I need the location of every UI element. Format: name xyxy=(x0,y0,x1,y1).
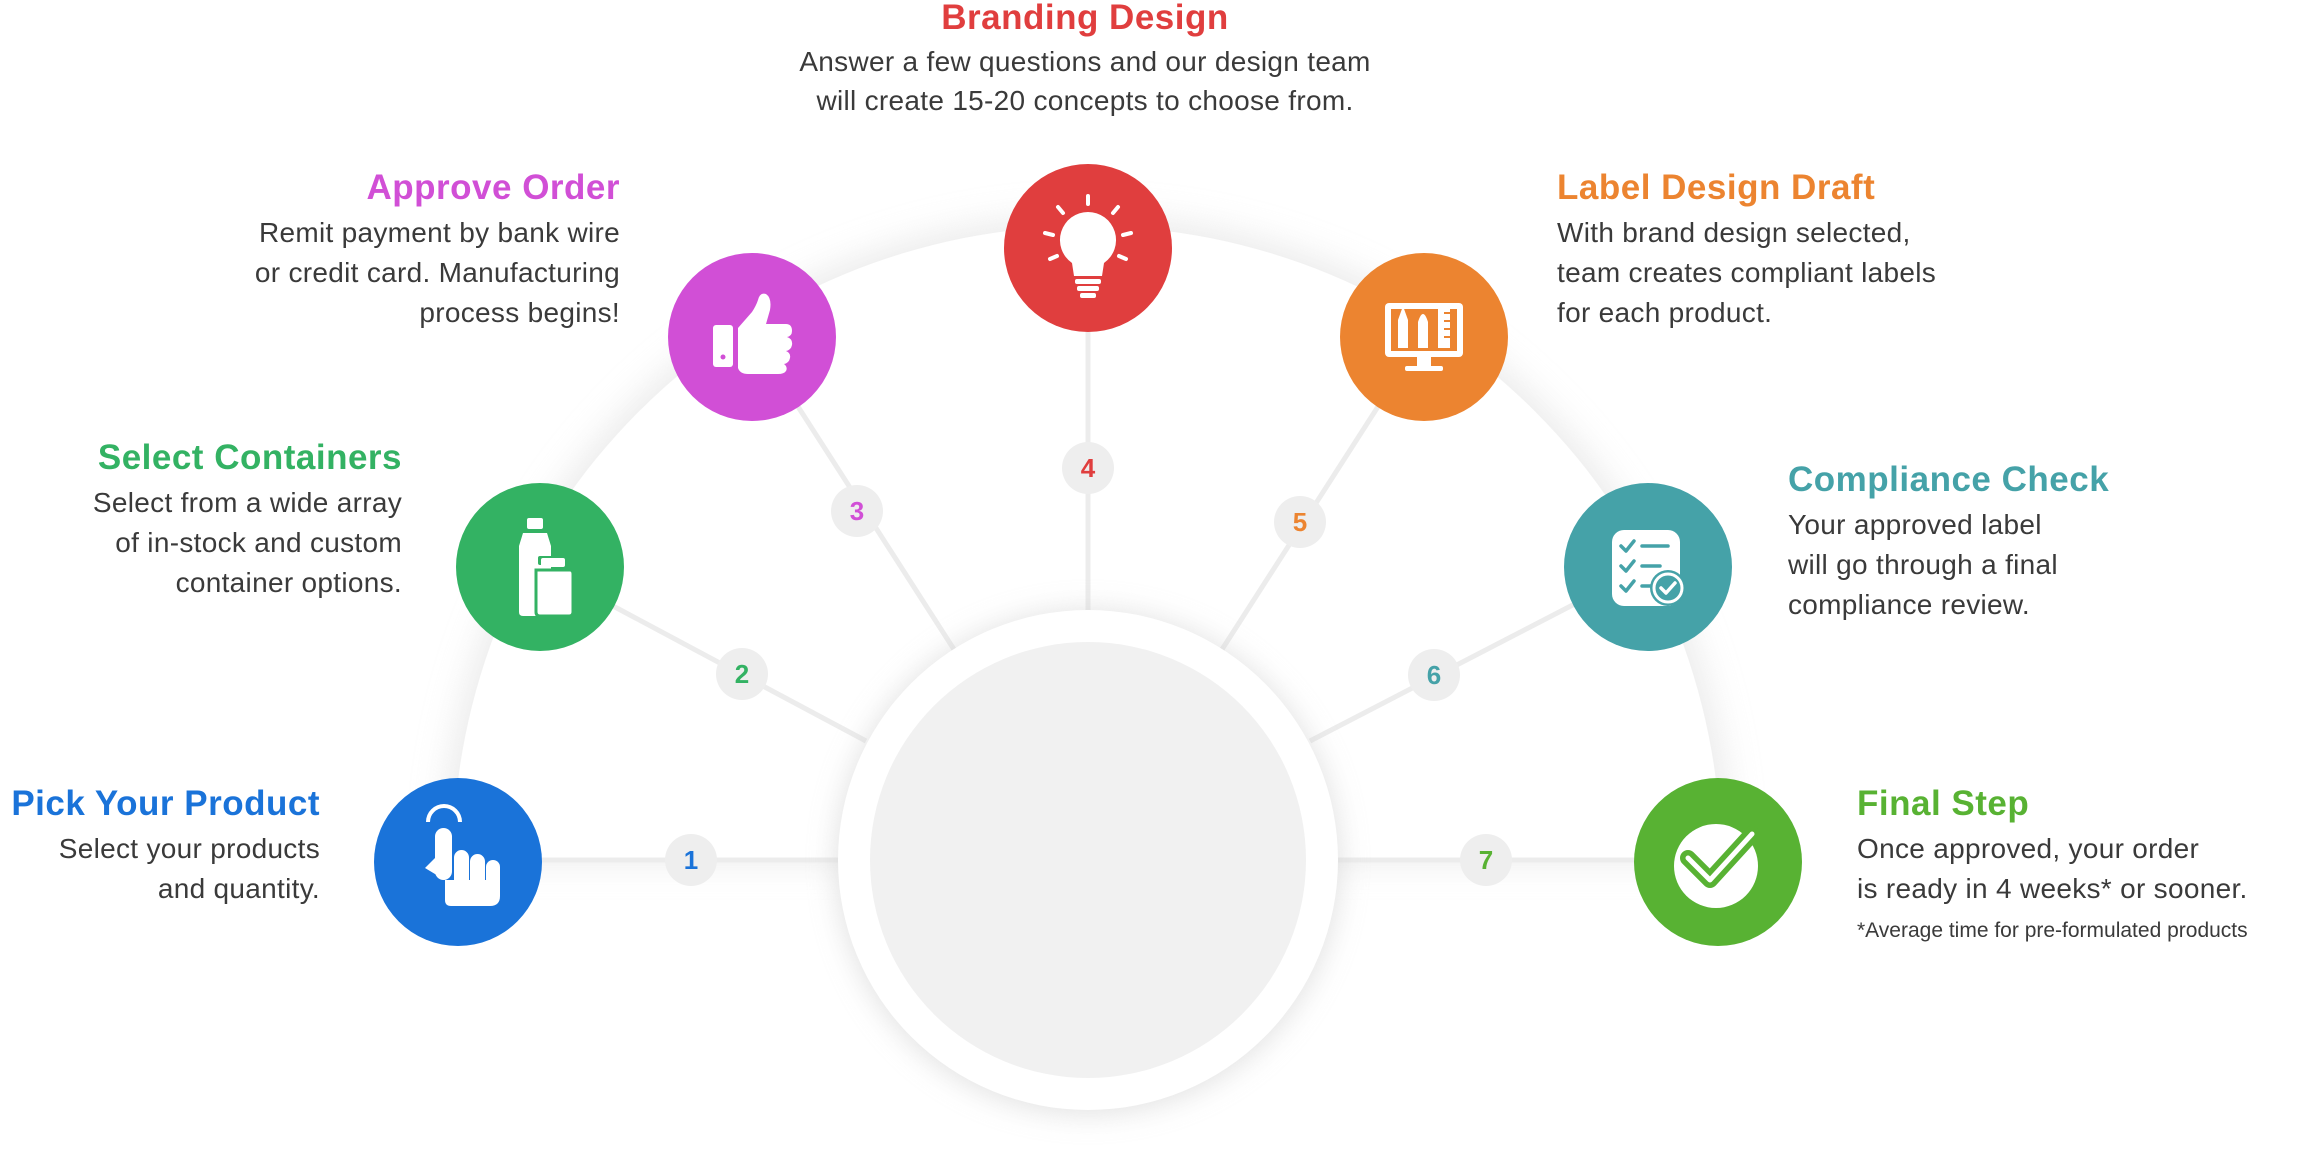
step-5-title: Label Design Draft xyxy=(1557,168,1875,207)
step-3-node xyxy=(668,253,836,421)
step-5-desc-line-3: for each product. xyxy=(1557,297,1772,328)
step-6-title: Compliance Check xyxy=(1788,460,2109,499)
badge-1: 1 xyxy=(665,834,717,886)
step-2-desc-line-2: of in-stock and custom xyxy=(115,527,402,558)
step-7-text: Final Step Once approved, your order is … xyxy=(1857,784,2248,942)
step-6-node xyxy=(1564,483,1732,651)
bottles-icon xyxy=(519,518,575,618)
pointing-hand-icon xyxy=(425,804,500,906)
step-4-node xyxy=(1004,164,1172,332)
step-3-title: Approve Order xyxy=(367,168,621,207)
step-4-text: Branding Design Answer a few questions a… xyxy=(799,0,1370,116)
step-4-desc-line-2: will create 15-20 concepts to choose fro… xyxy=(815,85,1353,116)
step-7-footnote: *Average time for pre-formulated product… xyxy=(1857,919,2248,942)
step-5-desc-line-2: team creates compliant labels xyxy=(1557,257,1936,288)
checklist-icon xyxy=(1612,530,1686,606)
step-7-desc-line-2: is ready in 4 weeks* or sooner. xyxy=(1857,873,2248,904)
badge-7: 7 xyxy=(1460,834,1512,886)
step-number-7: 7 xyxy=(1479,845,1493,875)
step-6-text: Compliance Check Your approved label wil… xyxy=(1787,460,2109,620)
checkmark-icon xyxy=(1674,824,1760,908)
badge-2: 2 xyxy=(716,648,768,700)
step-5-node xyxy=(1340,253,1508,421)
step-3-text: Approve Order Remit payment by bank wire… xyxy=(255,168,620,328)
step-1-desc-line-1: Select your products xyxy=(59,833,320,864)
step-7-title: Final Step xyxy=(1857,784,2029,823)
step-1-text: Pick Your Product Select your products a… xyxy=(11,784,320,904)
lightbulb-icon xyxy=(1043,194,1133,298)
step-6-desc-line-2: will go through a final xyxy=(1787,549,2058,580)
badge-3: 3 xyxy=(831,485,883,537)
step-number-1: 1 xyxy=(684,845,698,875)
step-5-desc-line-1: With brand design selected, xyxy=(1557,217,1911,248)
step-number-6: 6 xyxy=(1427,660,1441,690)
step-2-title: Select Containers xyxy=(98,438,402,477)
step-4-title: Branding Design xyxy=(941,0,1229,37)
badge-4: 4 xyxy=(1062,442,1114,494)
step-number-3: 3 xyxy=(850,496,864,526)
step-3-desc-line-2: or credit card. Manufacturing xyxy=(255,257,620,288)
step-2-text: Select Containers Select from a wide arr… xyxy=(93,438,402,598)
step-1-title: Pick Your Product xyxy=(11,784,320,823)
step-3-desc-line-3: process begins! xyxy=(419,297,620,328)
step-2-desc-line-3: container options. xyxy=(176,567,402,598)
badge-6: 6 xyxy=(1408,649,1460,701)
step-1-desc-line-2: and quantity. xyxy=(158,873,320,904)
design-monitor-icon xyxy=(1385,303,1463,371)
step-5-text: Label Design Draft With brand design sel… xyxy=(1557,168,1936,328)
step-7-node xyxy=(1634,778,1802,946)
step-number-2: 2 xyxy=(735,659,749,689)
step-2-desc-line-1: Select from a wide array xyxy=(93,487,402,518)
hub-center xyxy=(870,642,1306,1078)
step-3-desc-line-1: Remit payment by bank wire xyxy=(259,217,620,248)
step-number-4: 4 xyxy=(1081,453,1096,483)
step-number-5: 5 xyxy=(1293,507,1307,537)
step-6-desc-line-1: Your approved label xyxy=(1788,509,2042,540)
step-6-desc-line-3: compliance review. xyxy=(1788,589,2030,620)
step-4-desc-line-1: Answer a few questions and our design te… xyxy=(799,46,1370,77)
step-7-desc-line-1: Once approved, your order xyxy=(1857,833,2199,864)
badge-5: 5 xyxy=(1274,496,1326,548)
step-2-node xyxy=(456,483,624,651)
thumbs-up-icon xyxy=(713,293,793,374)
step-1-node xyxy=(374,778,542,946)
